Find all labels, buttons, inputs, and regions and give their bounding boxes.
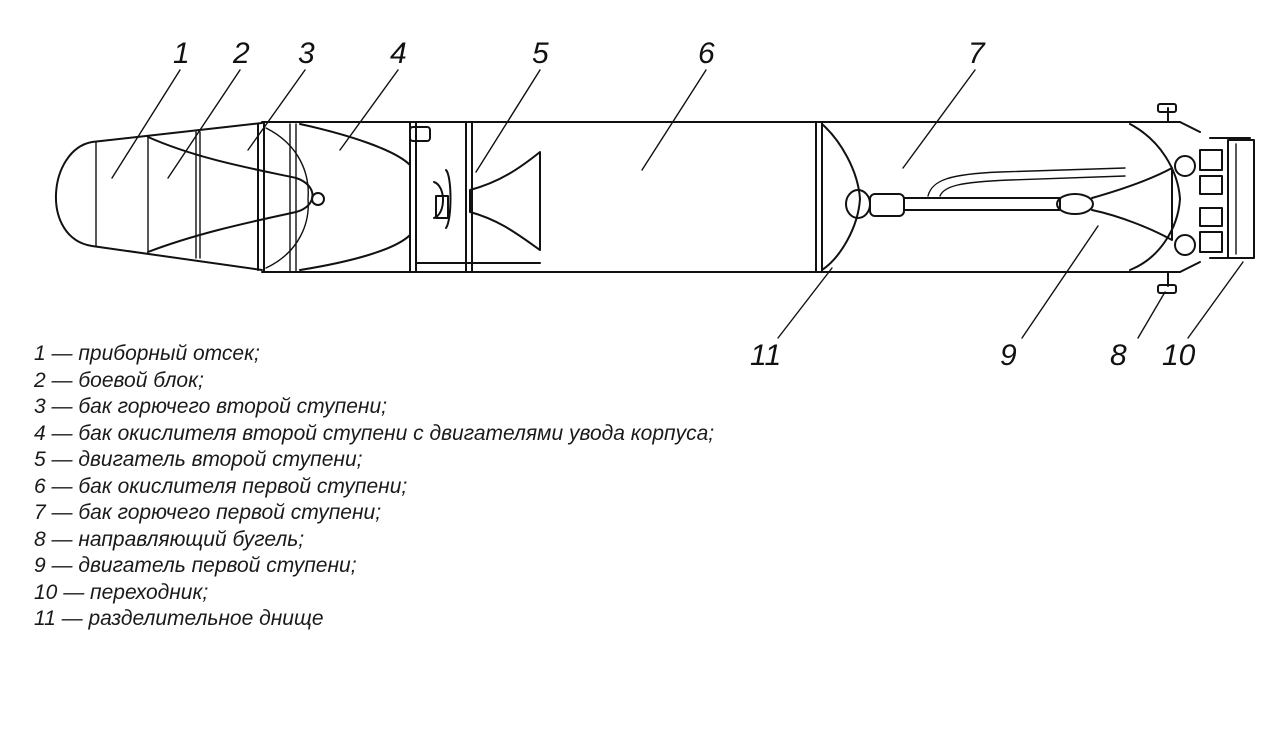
callout-3: 3	[298, 37, 315, 70]
legend-item-3: 3 — бак горючего второй ступени;	[34, 395, 387, 418]
leader-8	[1137, 291, 1166, 339]
legend-item-9: 9 — двигатель первой ступени;	[34, 554, 357, 577]
callout-11: 11	[750, 339, 781, 372]
nose-fairing	[55, 122, 263, 271]
legend-item-11: 11 — разделительное днище	[34, 607, 324, 630]
leader-5	[475, 69, 541, 173]
callout-2: 2	[232, 37, 250, 70]
callout-4: 4	[390, 37, 407, 70]
legend-item-7: 7 — бак горючего первой ступени;	[34, 501, 382, 524]
callout-6: 6	[698, 37, 715, 70]
legend-item-4: 4 — бак окислителя второй ступени с двиг…	[34, 421, 715, 445]
callout-numbers: 1 2 3 4 5 6 7 8 9 10 11	[173, 37, 1196, 372]
leader-lines	[111, 69, 1244, 339]
stage2-fuel-tank	[257, 122, 309, 273]
callout-5: 5	[532, 37, 549, 70]
leader-4	[339, 69, 399, 151]
leader-11	[777, 267, 833, 339]
legend-item-8: 8 — направляющий бугель;	[34, 527, 305, 551]
legend-item-10: 10 — переходник;	[34, 580, 209, 604]
stage1-engine	[845, 103, 1196, 294]
callout-8: 8	[1110, 339, 1127, 372]
leader-7	[902, 69, 976, 169]
separation-bulkhead	[815, 121, 861, 273]
warhead	[147, 136, 325, 253]
leader-10	[1187, 261, 1244, 339]
stage2-engine	[415, 121, 541, 273]
callout-10: 10	[1162, 339, 1196, 372]
leader-3	[247, 69, 306, 151]
stage1-fuel-tank	[927, 123, 1181, 271]
legend-item-5: 5 — двигатель второй ступени;	[34, 448, 363, 471]
leader-9	[1021, 225, 1099, 339]
legend-item-1: 1 — приборный отсек;	[34, 342, 260, 365]
legend-item-2: 2 — боевой блок;	[34, 368, 204, 392]
leader-6	[641, 69, 707, 171]
callout-7: 7	[968, 37, 986, 70]
leader-2	[167, 69, 241, 179]
legend-list: 1 — приборный отсек; 2 — боевой блок; 3 …	[34, 341, 714, 633]
callout-9: 9	[1000, 339, 1017, 372]
stage2-oxidizer-tank	[299, 121, 431, 273]
leader-1	[111, 69, 181, 179]
adapter	[1179, 121, 1255, 273]
legend-item-6: 6 — бак окислителя первой ступени;	[34, 474, 408, 498]
callout-1: 1	[173, 37, 190, 70]
